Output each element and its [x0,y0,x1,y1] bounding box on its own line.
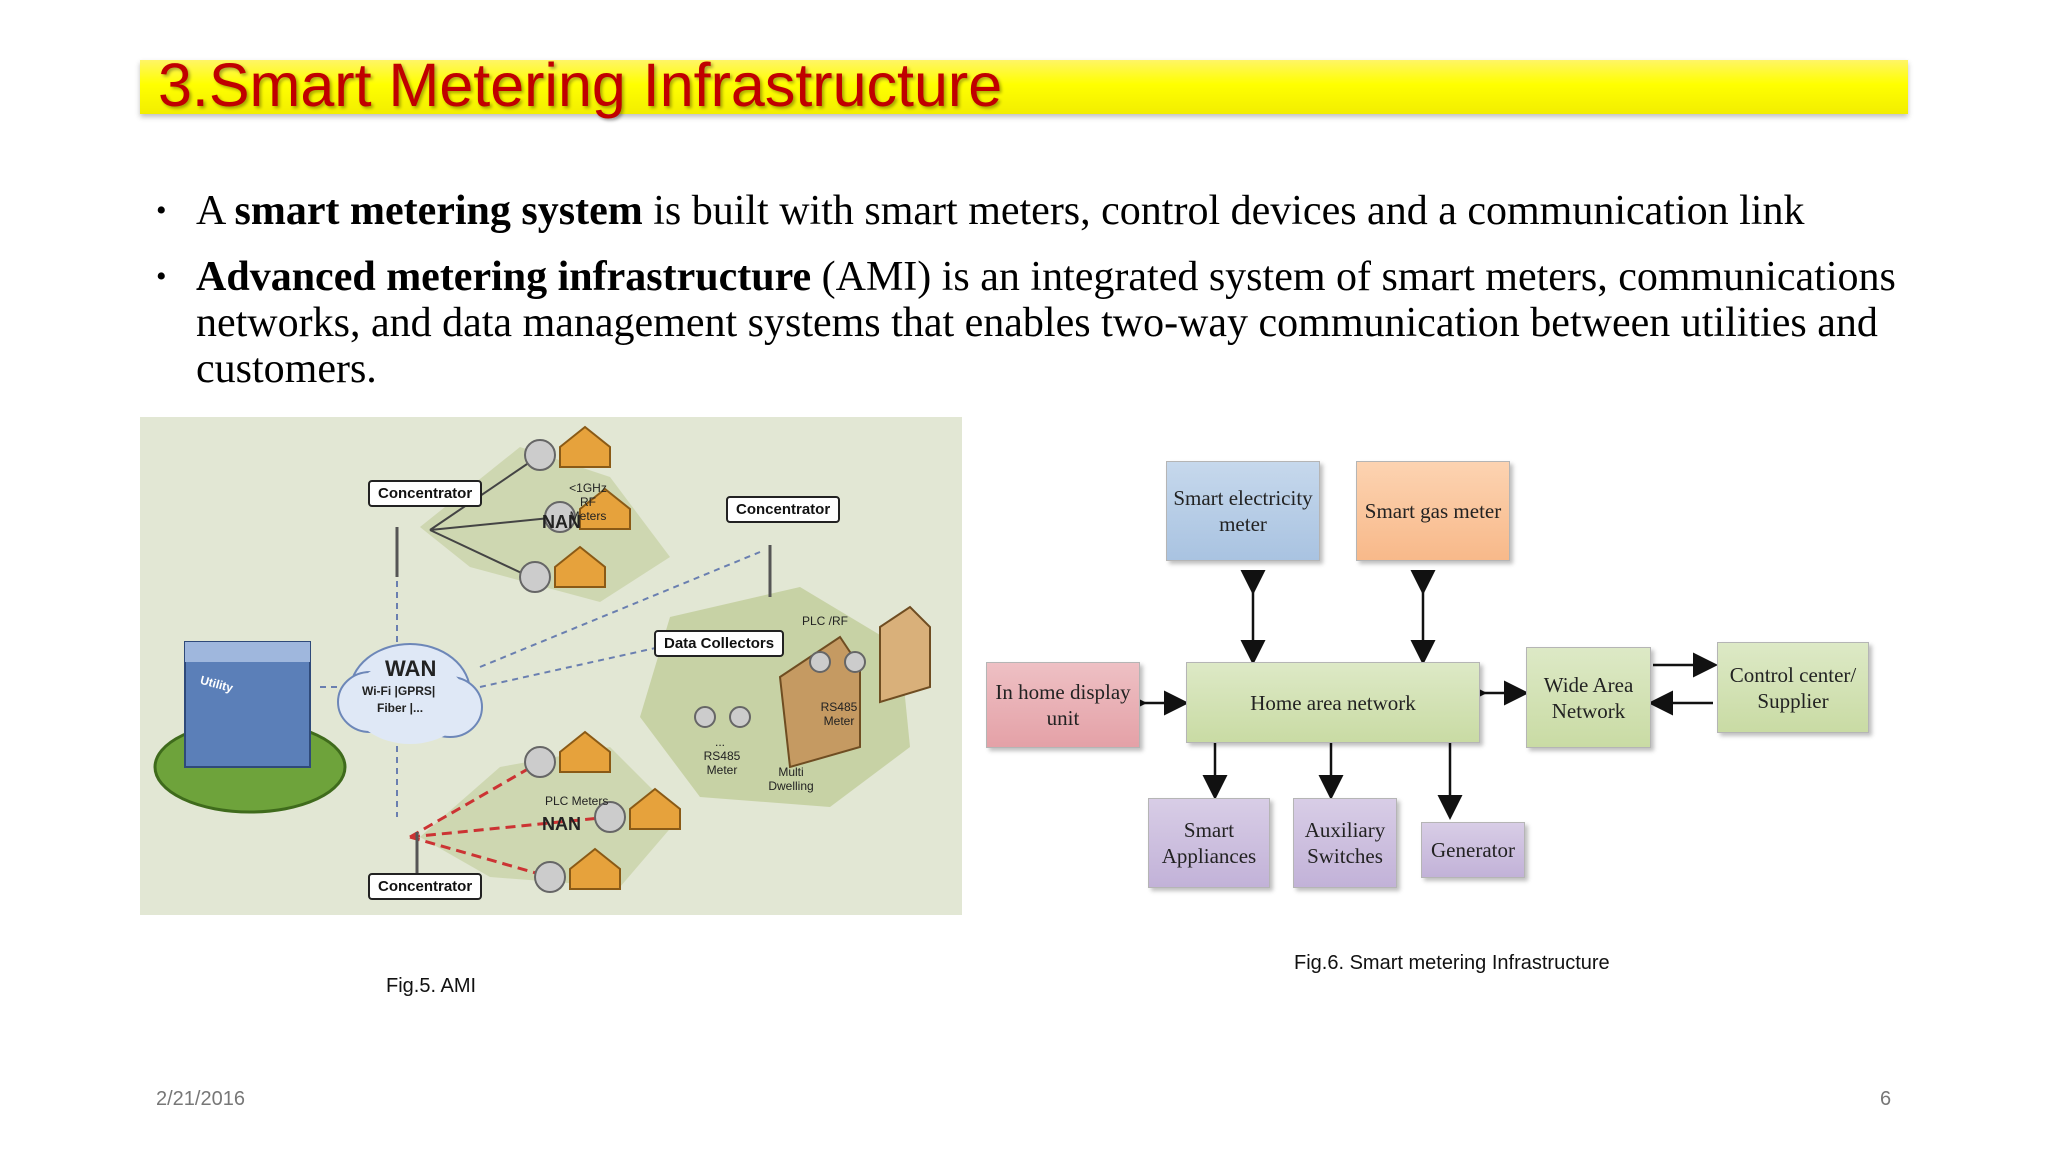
bullet-item: • A smart metering system is built with … [150,188,1910,234]
rf-meters-label: <1GHz RF Meters [569,481,607,523]
auxiliary-switches-box: Auxiliary Switches [1293,798,1397,888]
slide-number: 6 [1880,1088,1892,1110]
bullet-item: • Advanced metering infrastructure (AMI)… [150,254,1910,392]
wide-area-network-box: Wide Area Network [1526,647,1651,748]
nan-top-area [420,447,670,602]
ellipsis-label: ... [715,735,726,749]
nan-bottom-label: NAN [542,814,581,834]
ami-illustration [153,425,931,893]
bullet-text-bold: smart metering system [234,188,643,234]
concentrator-label-bottom: Concentrator [368,873,483,900]
fig5-caption: Fig.5. AMI [386,975,477,997]
plc-rf-label: PLC /RF [802,614,849,628]
home-area-network-box: Home area network [1186,662,1480,743]
control-center-box: Control center/ Supplier [1717,642,1869,733]
bullet-dot-icon: • [156,260,167,293]
generator-box: Generator [1421,822,1525,878]
slide-date: 2/21/2016 [156,1088,245,1110]
concentrator-label-top: Concentrator [368,480,483,507]
rs485-meter-label-b: RS485 Meter [703,749,741,777]
wan-line-1: Wi-Fi |GPRS| [362,684,436,698]
concentrator-label-right: Concentrator [726,496,841,523]
wan-title: WAN [385,656,437,681]
plc-meters-label: PLC Meters [545,794,609,808]
in-home-display-box: In home display unit [986,662,1140,748]
bullet-dot-icon: • [156,194,167,227]
smart-gas-meter-box: Smart gas meter [1356,461,1510,561]
smart-appliances-box: Smart Appliances [1148,798,1270,888]
bullet-text-post: (AMI) is an integrated system of smart m… [196,254,1896,392]
bullet-list: • A smart metering system is built with … [150,188,1910,412]
bullet-text-bold: Advanced metering infrastructure [196,254,812,300]
ami-figure: Concentrator Concentrator Concentrator D… [140,417,962,915]
bullet-text-post: is built with smart meters, control devi… [642,188,1805,234]
nan-top-label: NAN [542,512,581,532]
wan-line-2: Fiber |... [377,701,424,715]
title-bar [140,60,1908,114]
data-collectors-label: Data Collectors [654,630,785,657]
rs485-meter-label-a: RS485 Meter [820,700,858,728]
bullet-text-pre: A [196,188,235,234]
multi-dwelling-label: Multi Dwelling [768,765,814,793]
smart-electricity-meter-box: Smart electricity meter [1166,461,1320,561]
fig6-caption: Fig.6. Smart metering Infrastructure [1294,952,1610,974]
slide-title: 3.Smart Metering Infrastructure [158,51,1003,119]
nan-bottom-area [420,747,680,887]
